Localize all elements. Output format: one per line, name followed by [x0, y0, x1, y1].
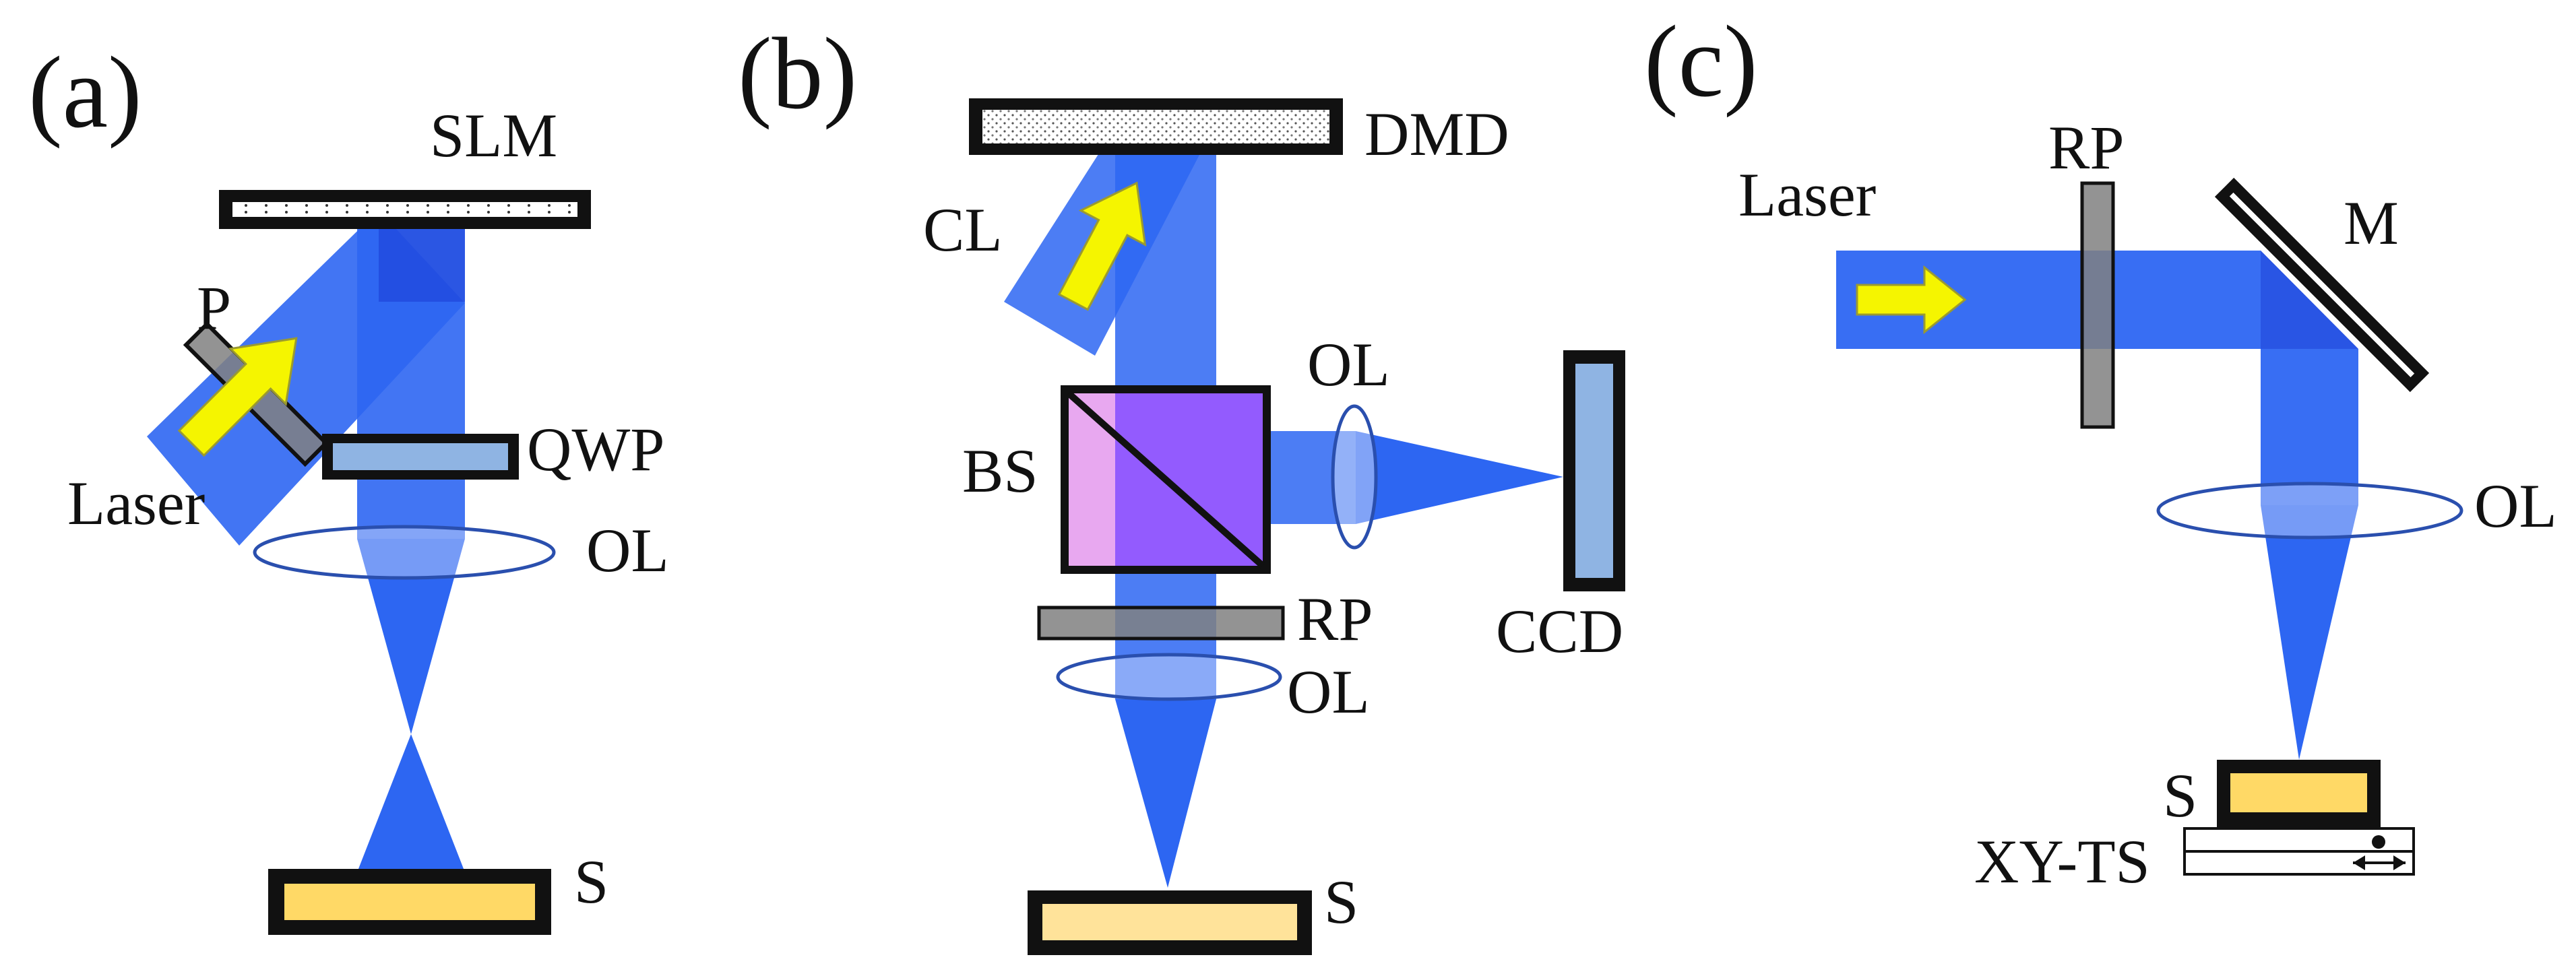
- direction-arrow-icon: [1057, 181, 1147, 311]
- focus-cone-lower: [357, 734, 465, 872]
- panel-c-tag: (c): [1644, 5, 1758, 118]
- objective-lens: [2156, 482, 2463, 540]
- m-label: M: [2344, 189, 2399, 257]
- double-arrow-icon: [2353, 855, 2406, 870]
- sample-label: S: [1324, 868, 1358, 936]
- sample: [268, 869, 551, 935]
- sample: [2217, 760, 2381, 828]
- qwp-label: QWP: [527, 415, 664, 484]
- rp-label: RP: [2048, 113, 2125, 182]
- laser-label: Laser: [67, 469, 205, 537]
- objective-lens: [1056, 653, 1282, 701]
- beam-splitter: [1061, 385, 1271, 574]
- xyts-label: XY-TS: [1974, 827, 2150, 896]
- direction-arrow-icon: [1856, 265, 1967, 335]
- ccd-label: CCD: [1496, 597, 1623, 665]
- qwp: [322, 434, 519, 480]
- ol-label: OL: [2474, 471, 2557, 540]
- sample-label: S: [574, 847, 608, 916]
- slm: [219, 190, 591, 229]
- bs-label: BS: [962, 436, 1038, 505]
- ol-label: OL: [586, 516, 669, 585]
- panel-b: (b) DMD CL BS OL: [738, 17, 1625, 955]
- sample-label: S: [2163, 761, 2197, 830]
- direction-arrow-icon: [177, 337, 298, 457]
- ol-label: OL: [1287, 657, 1370, 726]
- slm-label: SLM: [430, 101, 557, 170]
- polarizer-label: P: [197, 273, 231, 342]
- panel-a-tag: (a): [28, 36, 142, 149]
- panel-c: (c) Laser RP M OL S: [1644, 5, 2557, 896]
- panel-a: (a) SLM P QWP Laser: [28, 36, 669, 935]
- side-ol-label: OL: [1307, 330, 1390, 399]
- laser-label: Laser: [1738, 160, 1876, 229]
- input-beam: [1836, 251, 2261, 349]
- dmd: [969, 98, 1343, 155]
- xy-translation-stage: [2183, 827, 2415, 876]
- focus-cone: [1115, 699, 1216, 888]
- focus-cone: [2261, 505, 2358, 760]
- ccd: [1563, 350, 1625, 591]
- objective-lens: [253, 525, 556, 580]
- sample: [1028, 890, 1312, 955]
- corner-shade: [2261, 251, 2358, 349]
- overlap-region: [379, 214, 465, 302]
- cl-label: CL: [923, 195, 1003, 264]
- panel-b-tag: (b): [738, 17, 857, 130]
- focus-cone-upper: [357, 539, 465, 734]
- rp-label: RP: [1297, 585, 1373, 653]
- panel-c-beams: [1836, 251, 2358, 760]
- side-focus-cone: [1356, 431, 1563, 524]
- mirror: [2214, 177, 2430, 393]
- side-objective-lens: [1331, 404, 1378, 550]
- retarder-plate: [1037, 606, 1285, 641]
- retarder-plate: [2080, 181, 2115, 429]
- dmd-label: DMD: [1364, 100, 1509, 168]
